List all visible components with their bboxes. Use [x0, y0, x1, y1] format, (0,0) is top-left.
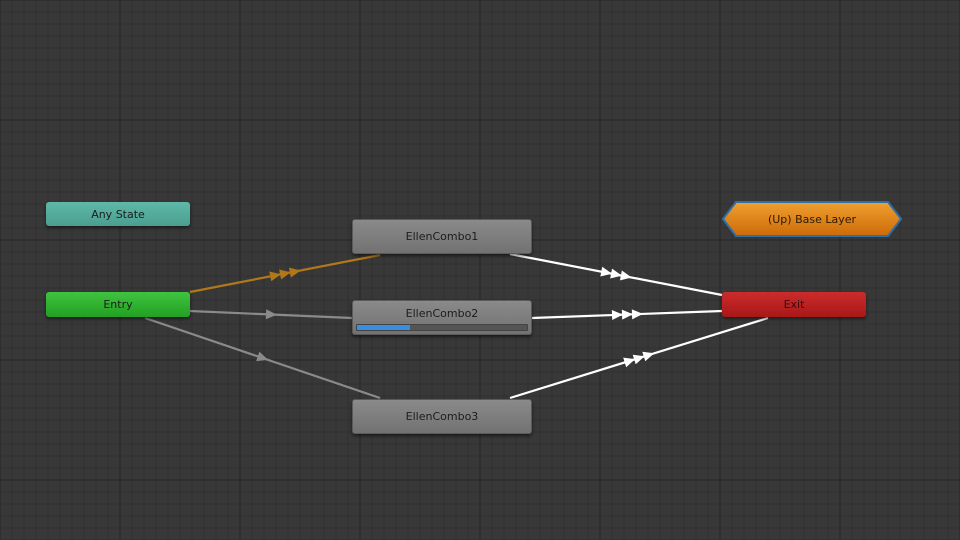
- transition-arrow-icon: [610, 268, 622, 279]
- any-state-node[interactable]: Any State: [46, 202, 190, 226]
- transition-arrow-icon: [642, 351, 655, 362]
- state-label: EllenCombo1: [405, 230, 479, 243]
- up-base-layer-node-shape: [722, 201, 902, 237]
- transition-arrow-icon: [279, 269, 291, 280]
- up-base-layer-node[interactable]: (Up) Base Layer: [722, 201, 902, 237]
- transition-arrow-icon: [611, 310, 624, 321]
- transition-arrow-icon: [631, 309, 643, 320]
- transition-arrow-icon: [619, 270, 632, 281]
- exit-label: Exit: [783, 298, 805, 311]
- up-base-layer-label: (Up) Base Layer: [767, 212, 857, 226]
- transition-arrow-icon: [288, 267, 301, 278]
- state-ellencombo2[interactable]: EllenCombo2: [352, 300, 532, 335]
- state-label: EllenCombo2: [405, 307, 479, 320]
- exit-node[interactable]: Exit: [722, 292, 866, 317]
- transition-arrow-icon: [600, 266, 613, 277]
- transition-arrow-icon: [621, 309, 633, 320]
- state-progress-bar: [356, 324, 528, 331]
- transition-arrow-icon: [265, 309, 277, 320]
- state-label: EllenCombo3: [405, 410, 479, 423]
- entry-node[interactable]: Entry: [46, 292, 190, 317]
- transition-arrow-icon: [256, 351, 269, 362]
- progress-fill: [357, 325, 410, 330]
- transition-arrow-icon: [632, 354, 645, 365]
- state-ellencombo3[interactable]: EllenCombo3: [352, 399, 532, 434]
- entry-label: Entry: [103, 298, 133, 311]
- state-ellencombo1[interactable]: EllenCombo1: [352, 219, 532, 254]
- transition-arrow-icon: [269, 271, 282, 282]
- any-state-label: Any State: [91, 207, 145, 221]
- transition-arrow-icon: [623, 357, 636, 368]
